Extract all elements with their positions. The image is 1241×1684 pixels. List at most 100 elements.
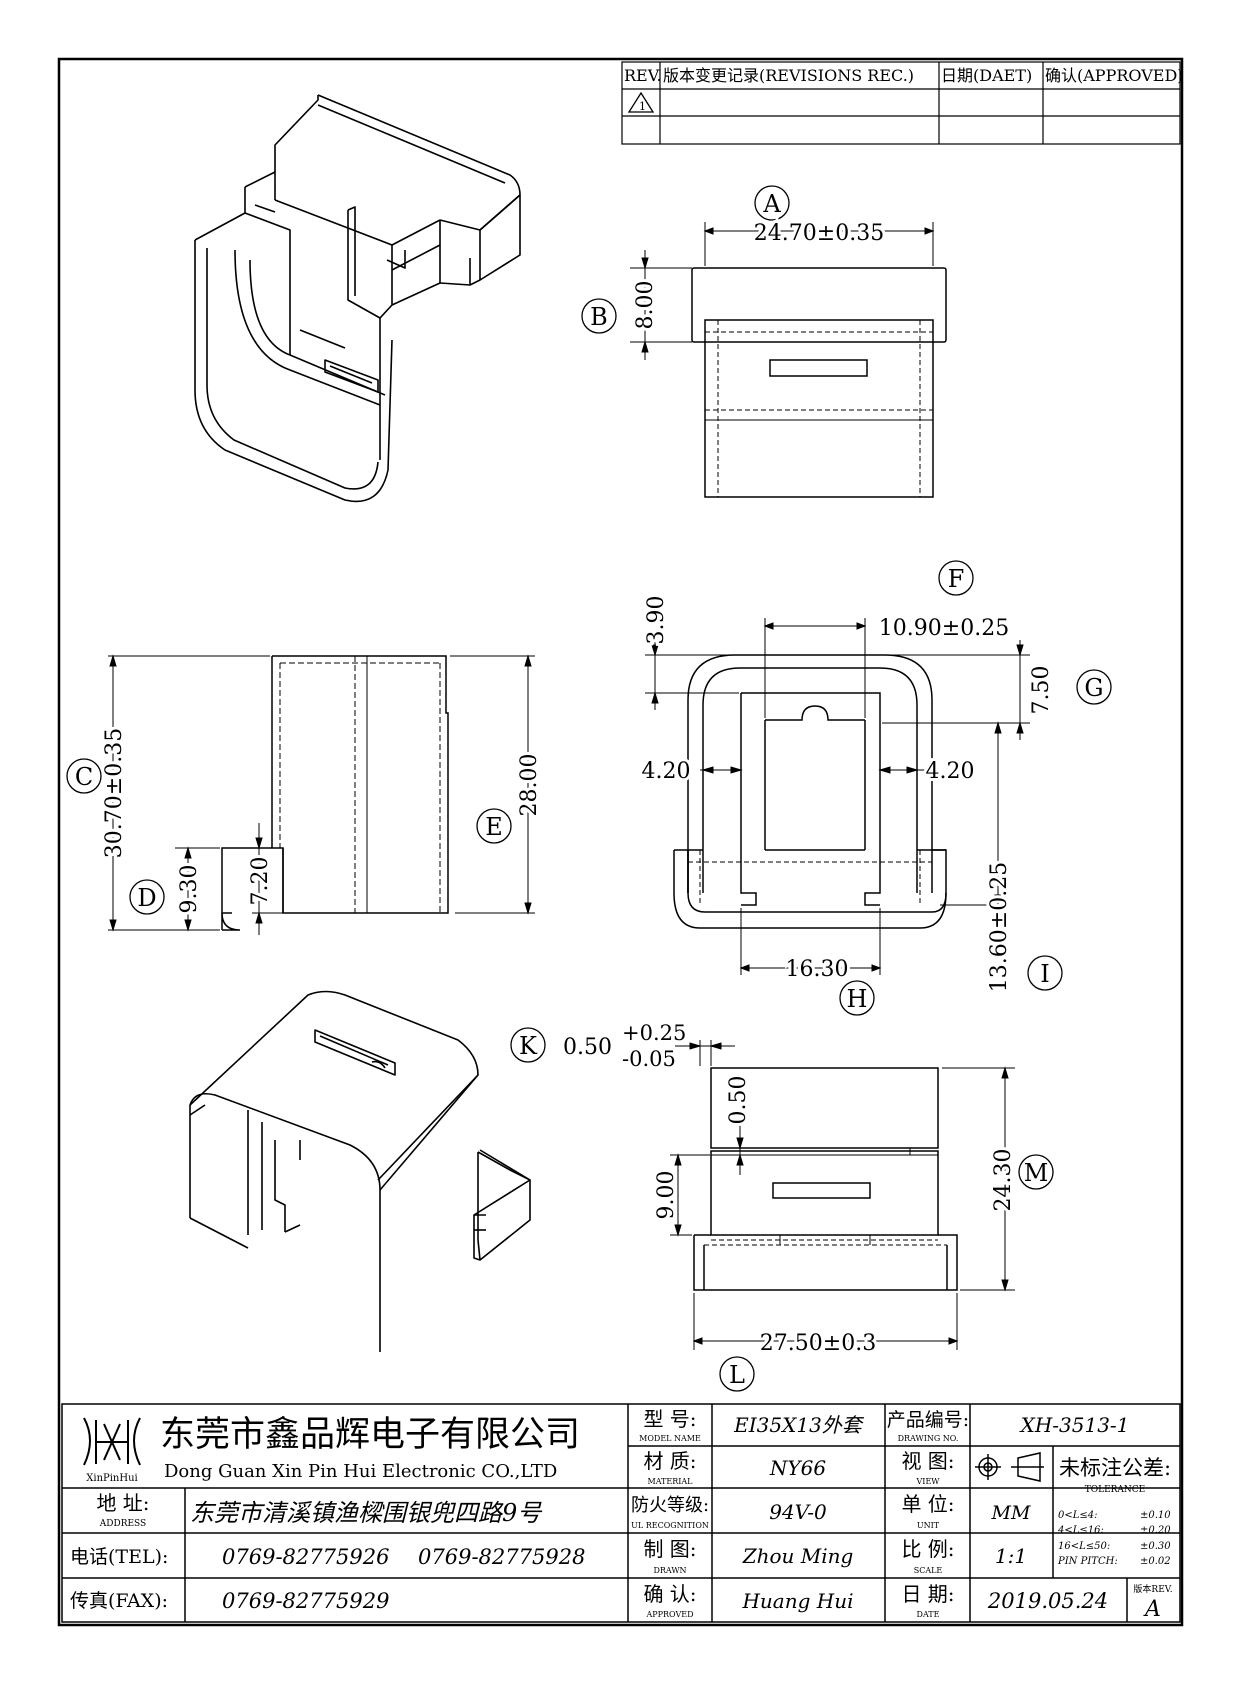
scale-value: 1:1 <box>995 1544 1027 1568</box>
material-label-en: MATERIAL <box>648 1477 694 1486</box>
scale-label-en: SCALE <box>914 1566 943 1575</box>
dim-k-lower: -0.05 <box>622 1047 676 1071</box>
revision-triangle-icon: 1 <box>627 91 655 113</box>
dim-i-value: 13.60±0.25 <box>987 862 1012 992</box>
unit-label-en: UNIT <box>917 1521 940 1530</box>
letter-a: A <box>762 190 781 218</box>
rev-header-approved: 确认(APPROVED) <box>1045 66 1184 85</box>
dim-c-value: 30.70±0.35 <box>102 728 127 858</box>
dim-f-value: 10.90±0.25 <box>879 616 1009 641</box>
top-view-ab <box>691 267 947 498</box>
view-label-en: VIEW <box>916 1477 941 1486</box>
tolerance-value-4: ±0.02 <box>1140 1556 1171 1567</box>
drawing-no-value: XH-3513-1 <box>1019 1413 1130 1437</box>
projection-symbol-icon <box>975 1452 1044 1482</box>
letter-e: E <box>485 813 503 841</box>
tolerance-title: 未标注公差: <box>1059 1456 1171 1480</box>
approved-value: Huang Hui <box>741 1589 853 1613</box>
dim-k-upper: +0.25 <box>622 1021 686 1045</box>
address-value: 东莞市清溪镇渔樑围银兜四路9号 <box>190 1499 543 1527</box>
rev-header-records: 版本变更记录(REVISIONS REC.) <box>663 66 914 85</box>
tel-label: 电话(TEL): <box>70 1546 168 1568</box>
letter-l: L <box>729 1361 745 1389</box>
approved-label: 确 认: <box>643 1582 696 1606</box>
dim-f2-value: 3.90 <box>644 596 669 645</box>
drawing-no-label: 产品编号: <box>887 1409 969 1431</box>
tolerance-value-1: ±0.10 <box>1140 1510 1171 1521</box>
company-name-cn: 东莞市鑫品辉电子有限公司 <box>160 1415 580 1455</box>
dim-k3-value: 9.00 <box>654 1171 679 1220</box>
drawing-border <box>57 57 1184 1627</box>
fax-label: 传真(FAX): <box>70 1590 168 1612</box>
fire-label: 防火等级: <box>631 1495 709 1516</box>
tolerance-range-2: 4<L≤16: <box>1057 1525 1104 1536</box>
letter-k: K <box>519 1032 538 1060</box>
tolerance-value-3: ±0.30 <box>1140 1541 1171 1552</box>
dim-a-lines <box>703 222 935 266</box>
drawn-label: 制 图: <box>643 1537 696 1561</box>
rev-header-rev: REV. <box>624 66 662 85</box>
fire-label-en: UL RECOGNITION <box>631 1521 709 1530</box>
fire-value: 94V-0 <box>769 1500 827 1524</box>
logo-text: XinPinHui <box>86 1473 137 1484</box>
dim-cde-lines <box>108 654 535 935</box>
model-label-en: MODEL NAME <box>639 1434 701 1443</box>
dim-g-value: 7.50 <box>1029 666 1054 715</box>
dim-fghi-lines <box>645 618 1030 975</box>
dim-m-value: 24.30 <box>991 1149 1016 1212</box>
dimension-letters <box>66 185 1112 1392</box>
tel-value-1: 0769-82775926 <box>222 1545 389 1569</box>
dim-d-value: 9.30 <box>177 865 202 914</box>
dim-h-value: 16.30 <box>786 957 849 982</box>
dim-a-value: 24.70±0.35 <box>754 221 884 246</box>
drawn-value: Zhou Ming <box>742 1544 854 1568</box>
date-value: 2019.05.24 <box>987 1589 1108 1613</box>
letter-h: H <box>847 985 868 1013</box>
company-logo-icon <box>83 1417 141 1466</box>
title-block-grid <box>61 1403 1181 1623</box>
dim-b-value: 8.00 <box>633 281 658 330</box>
company-name-en: Dong Guan Xin Pin Hui Electronic CO.,LTD <box>164 1461 557 1482</box>
letter-m: M <box>1024 1159 1049 1187</box>
svg-text:1: 1 <box>639 100 646 113</box>
date-label-en: DATE <box>917 1610 940 1619</box>
approved-label-en: APPROVED <box>645 1610 693 1619</box>
rev-value: A <box>1143 1597 1161 1622</box>
tolerance-range-3: 16<L≤50: <box>1058 1541 1110 1552</box>
dim-k-base: 0.50 <box>563 1035 612 1060</box>
dim-e-value: 28.00 <box>517 754 542 817</box>
letter-i: I <box>1040 960 1049 988</box>
tolerance-title-en: TOLERANCE <box>1085 1485 1146 1495</box>
address-label: 地 址: <box>96 1491 149 1515</box>
unit-label: 单 位: <box>901 1492 954 1516</box>
side-view-cde <box>221 655 449 931</box>
dim-l-value: 27.50±0.3 <box>760 1331 876 1356</box>
address-label-en: ADDRESS <box>99 1519 146 1529</box>
rev-header-date: 日期(DAET) <box>941 66 1032 85</box>
fax-value: 0769-82775929 <box>222 1589 389 1613</box>
bottom-view-klm <box>693 1067 958 1291</box>
tolerance-range-1: 0<L≤4: <box>1058 1510 1098 1521</box>
letter-b: B <box>590 303 608 331</box>
dim-klm-lines <box>670 1040 1015 1350</box>
drawn-label-en: DRAWN <box>653 1566 686 1575</box>
letter-f: F <box>948 565 965 593</box>
dim-side-left-value: 4.20 <box>642 759 691 784</box>
material-value: NY66 <box>769 1456 826 1480</box>
revision-table <box>621 61 1181 145</box>
letter-d: D <box>137 884 156 912</box>
tolerance-value-2: ±0.20 <box>1140 1525 1171 1536</box>
scale-label: 比 例: <box>901 1537 954 1561</box>
drawing-no-label-en: DRAWING NO. <box>898 1434 959 1443</box>
unit-value: MM <box>991 1502 1031 1524</box>
letter-g: G <box>1084 674 1103 702</box>
letter-c: C <box>75 763 93 791</box>
tel-value-2: 0769-82775928 <box>418 1545 585 1569</box>
date-label: 日 期: <box>901 1582 954 1606</box>
isometric-view-top <box>194 94 521 503</box>
dim-d2-value: 7.20 <box>248 857 273 906</box>
dim-side-right-value: 4.20 <box>926 759 975 784</box>
dim-b-lines <box>630 250 692 360</box>
tolerance-range-4: PIN PITCH: <box>1057 1556 1118 1567</box>
